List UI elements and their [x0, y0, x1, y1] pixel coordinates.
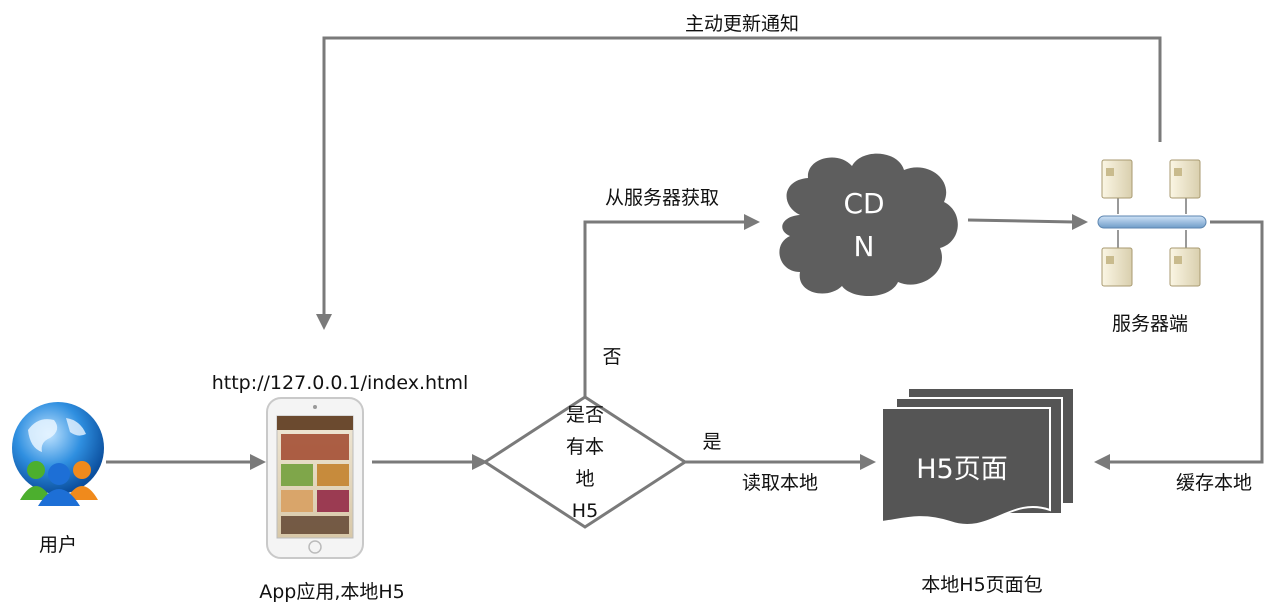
top-feedback-label: 主动更新通知 — [685, 13, 799, 35]
read-local-connector — [685, 454, 876, 470]
app-to-decision-connector — [372, 454, 488, 470]
user-label: 用户 — [39, 534, 77, 556]
cdn-line-1: CD — [843, 187, 884, 220]
cdn-cloud — [779, 153, 958, 297]
smartphone-icon — [266, 397, 364, 559]
decision-line-2: 有本 — [566, 436, 604, 458]
package-title: H5页面 — [916, 454, 1007, 485]
decision-diamond — [482, 395, 688, 529]
server-cluster-icon — [1097, 159, 1207, 287]
user-to-app-connector — [106, 454, 266, 470]
server-label: 服务器端 — [1112, 313, 1188, 335]
cache-local-connector — [1094, 220, 1264, 470]
package-caption: 本地H5页面包 — [921, 574, 1042, 596]
decision-line-1: 是否 — [566, 404, 604, 426]
yes-branch-label: 是 — [702, 431, 721, 453]
read-local-label: 读取本地 — [742, 472, 818, 494]
h5-package-document-stack — [881, 387, 1075, 526]
app-url-label: http://127.0.0.1/index.html — [212, 372, 469, 394]
no-branch-label: 否 — [602, 346, 621, 368]
cache-label: 缓存本地 — [1176, 472, 1252, 494]
cdn-line-2: N — [854, 230, 875, 263]
fetch-from-server-connector — [583, 214, 760, 397]
decision-line-4: H5 — [572, 500, 598, 522]
app-caption: App应用,本地H5 — [259, 581, 405, 603]
globe-users-icon — [12, 402, 104, 506]
cdn-to-server-connector — [967, 214, 1088, 230]
update-notify-connector — [316, 36, 1162, 330]
decision-line-3: 地 — [575, 468, 594, 490]
fetch-label: 从服务器获取 — [605, 187, 719, 209]
